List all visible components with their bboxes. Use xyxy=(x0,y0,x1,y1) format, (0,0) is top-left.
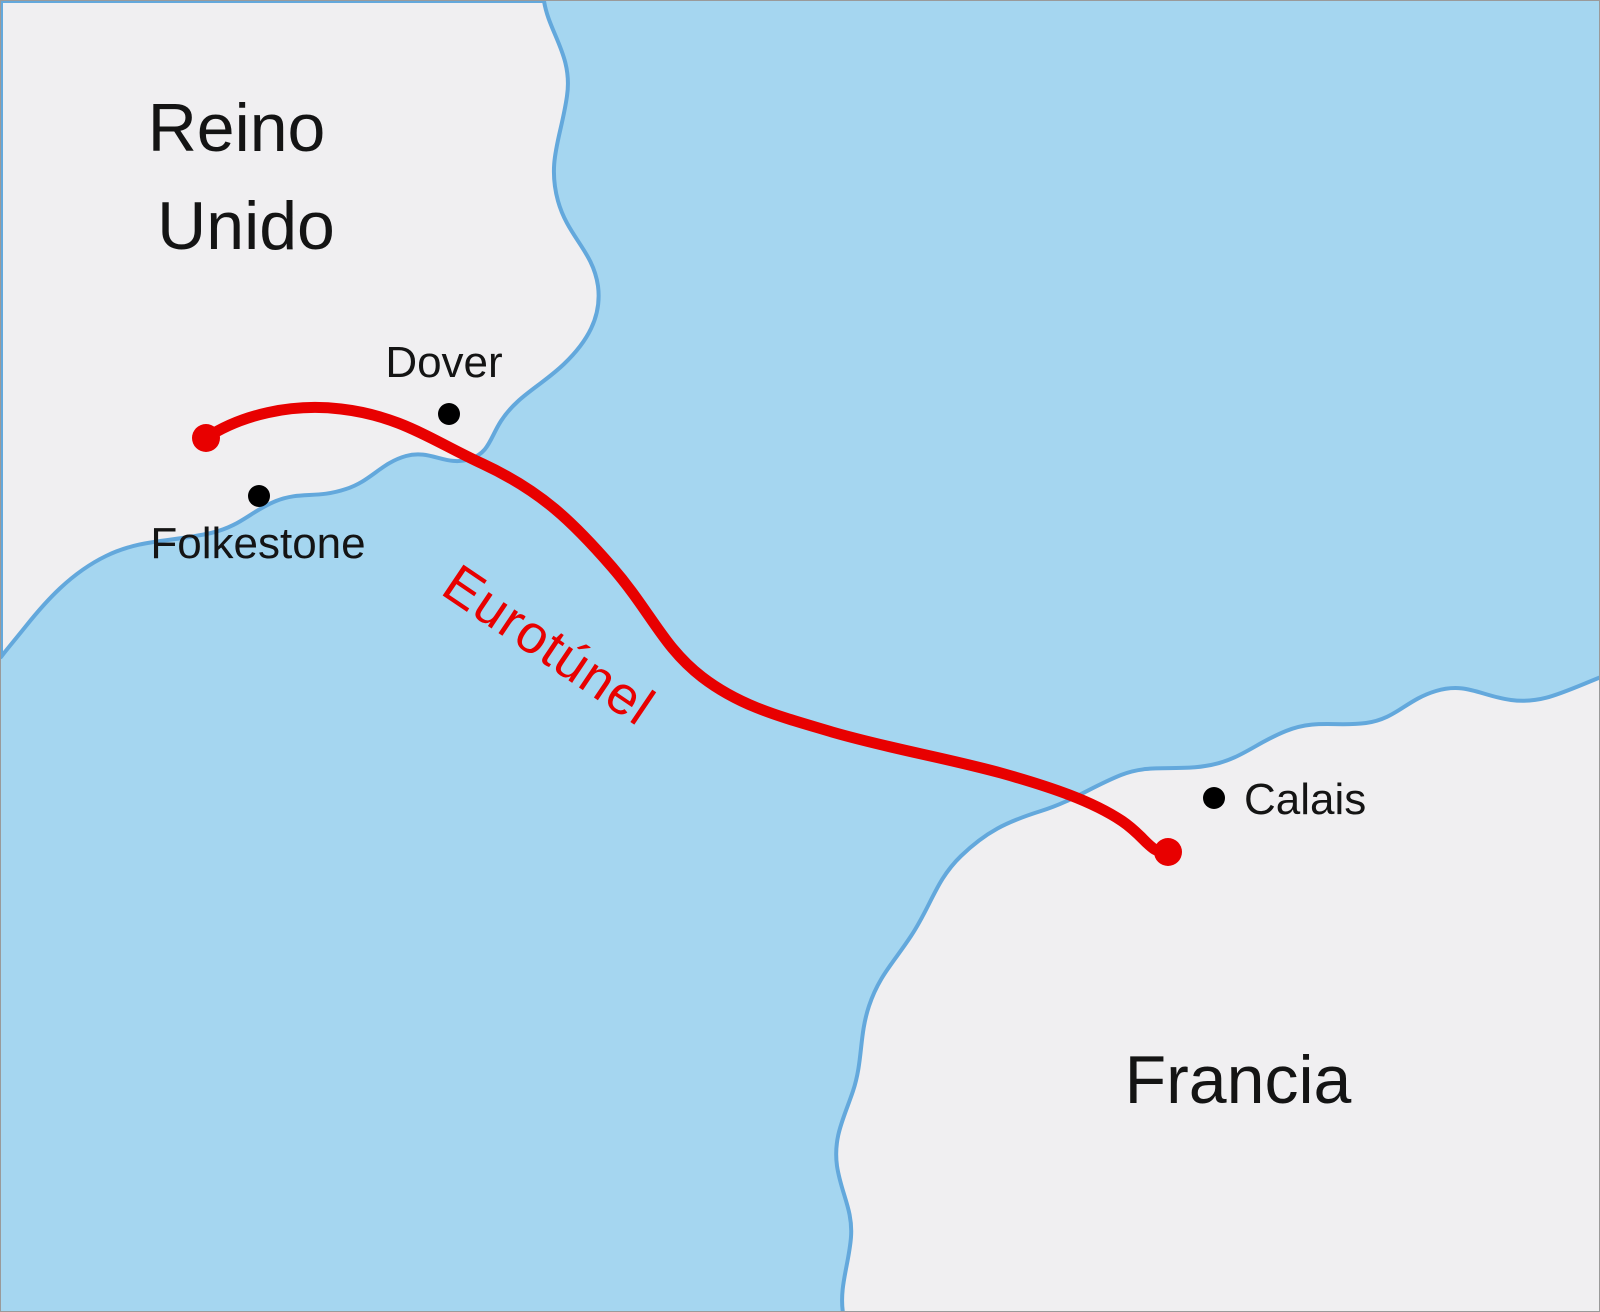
uk-label: Reino Unido xyxy=(148,90,345,264)
calais-label: Calais xyxy=(1244,775,1366,824)
folkestone-dot xyxy=(248,485,270,507)
dover-dot xyxy=(438,403,460,425)
uk-label-line1: Reino xyxy=(148,90,326,166)
dover-label: Dover xyxy=(385,338,502,387)
france-landmass xyxy=(834,675,1599,1311)
calais-dot xyxy=(1203,787,1225,809)
tunnel-endpoint-france xyxy=(1154,838,1182,866)
uk-label-line2: Unido xyxy=(157,188,335,264)
folkestone-label: Folkestone xyxy=(150,519,365,568)
uk-landmass xyxy=(1,1,601,659)
tunnel-line xyxy=(200,401,1174,858)
tunnel-endpoint-uk xyxy=(192,424,220,452)
france-label: Francia xyxy=(1125,1042,1352,1118)
